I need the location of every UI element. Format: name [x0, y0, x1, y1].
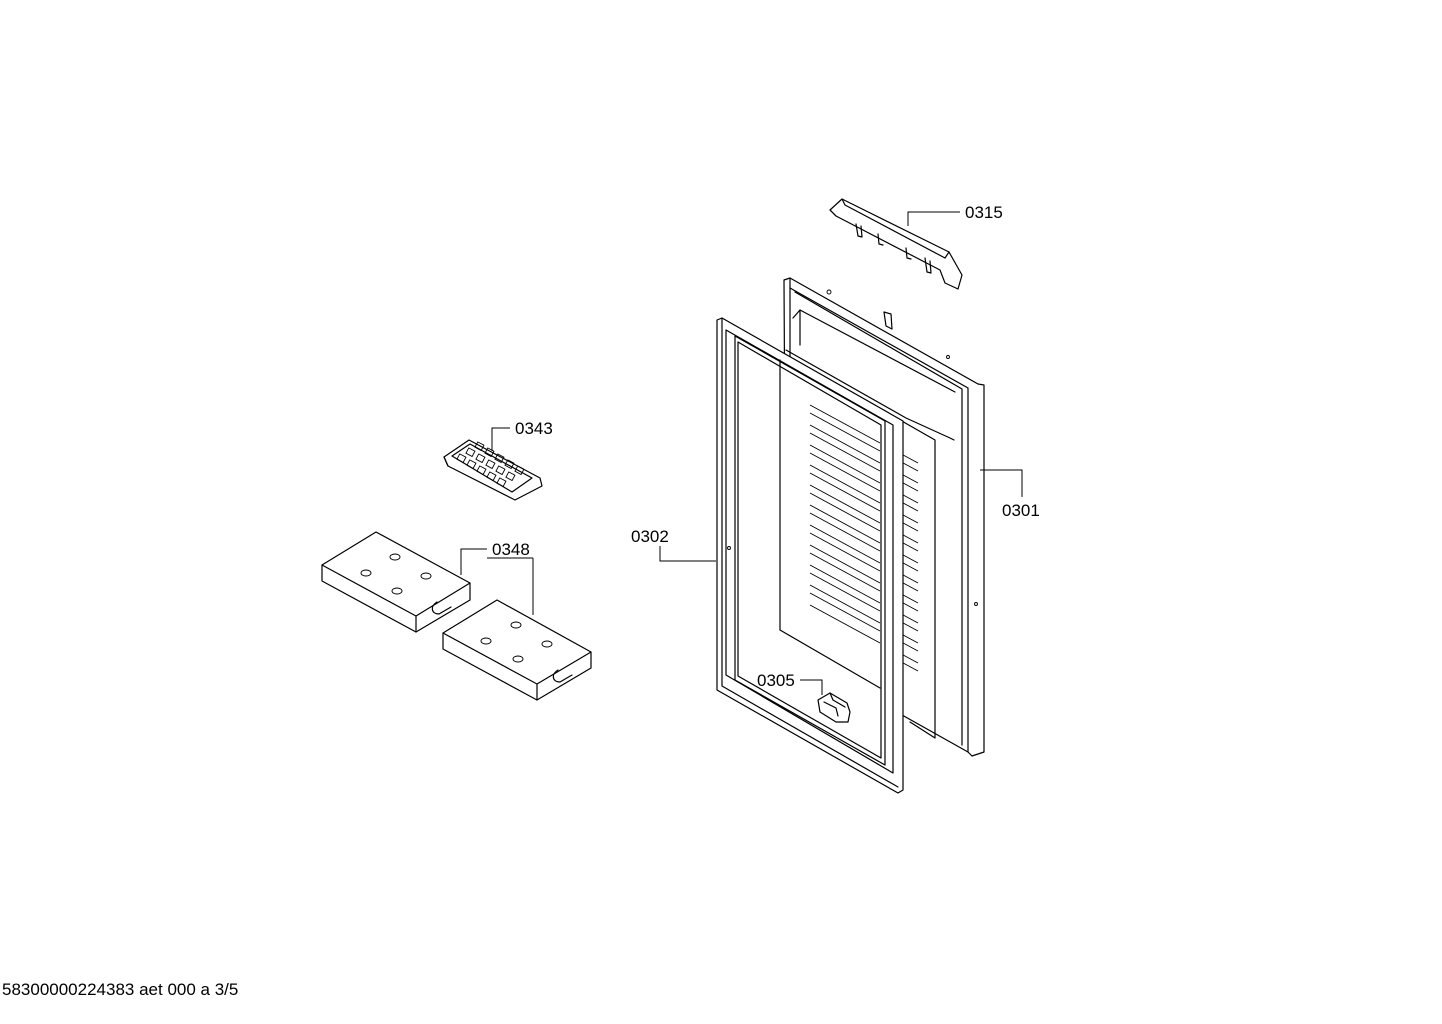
part-0348-cold-pack-1[interactable] [321, 531, 471, 633]
label-0301[interactable]: 0301 [1002, 501, 1040, 520]
leader-lines [460, 211, 1023, 695]
part-0302-door-gasket[interactable] [716, 317, 904, 794]
label-0348[interactable]: 0348 [492, 540, 530, 559]
document-footer-code: 58300000224383 aet 000 a 3/5 [2, 980, 239, 999]
label-0315[interactable]: 0315 [965, 203, 1003, 222]
label-0305[interactable]: 0305 [757, 671, 795, 690]
part-0305-clip[interactable] [817, 692, 851, 723]
label-0302[interactable]: 0302 [631, 527, 669, 546]
part-0348-cold-pack-2[interactable] [442, 599, 592, 701]
label-0343[interactable]: 0343 [515, 419, 553, 438]
part-0343-ice-tray[interactable] [443, 439, 543, 501]
part-0315-trim-cover[interactable] [829, 198, 963, 290]
